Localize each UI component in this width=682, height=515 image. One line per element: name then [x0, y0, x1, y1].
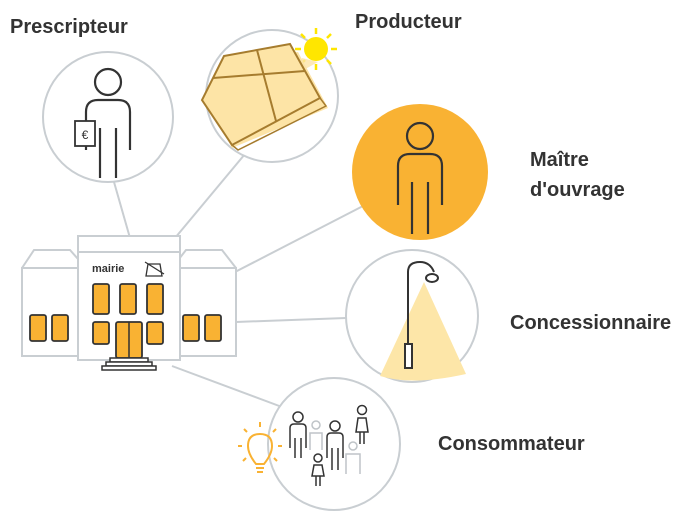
entrance-steps [101, 357, 157, 371]
label-consommateur: Consommateur [438, 433, 585, 455]
light-cone [380, 282, 466, 381]
label-maitre-ouvrage: Maître d'ouvrage [530, 147, 625, 203]
concessionnaire-node [345, 249, 479, 383]
connector-consommateur [171, 365, 291, 411]
maitre-ouvrage-node [352, 104, 488, 240]
label-producteur: Producteur [355, 11, 462, 33]
street-lamp-icon [404, 260, 439, 369]
consommateur-node [238, 377, 401, 511]
document-euro-icon: € [74, 120, 96, 147]
connectors [109, 147, 364, 411]
flag-icon [145, 263, 163, 277]
building-windows [29, 283, 222, 359]
mairie-sign: mairie [92, 263, 124, 275]
light-bulb-icon [238, 422, 282, 473]
solar-panel-icon [200, 42, 328, 151]
connector-producteur [174, 147, 251, 239]
svg-text:€: € [82, 128, 89, 142]
person-icon [396, 121, 444, 234]
connector-concessionnaire [235, 317, 347, 323]
label-maitre-line1: Maître [530, 149, 589, 171]
person-icon [84, 67, 132, 178]
producteur-node [200, 28, 339, 163]
people-group-icon [289, 404, 369, 486]
prescripteur-node: € [42, 51, 174, 183]
label-maitre-line2: d'ouvrage [530, 179, 625, 201]
label-concessionnaire: Concessionnaire [510, 312, 672, 334]
label-prescripteur: Prescripteur [10, 16, 128, 38]
connector-maitre [234, 205, 364, 273]
mairie-building: mairie [21, 235, 237, 371]
